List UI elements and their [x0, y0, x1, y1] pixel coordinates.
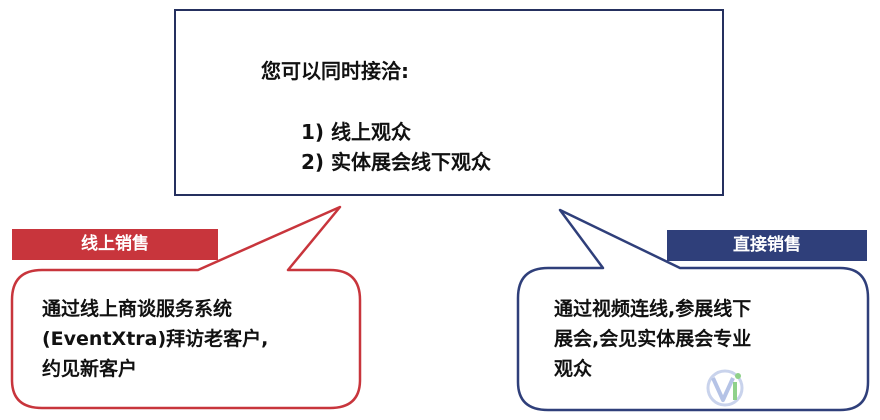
direct-sales-line: 展会,会见实体展会专业	[554, 328, 752, 350]
online-sales-description: 通过线上商谈服务系统 (EventXtra)拜访老客户, 约见新客户	[42, 294, 268, 384]
contact-option-online: 1) 线上观众	[301, 120, 412, 144]
left-speech-bubble	[10, 205, 362, 410]
logo-mark-icon	[706, 369, 744, 407]
right-speech-bubble	[516, 208, 870, 412]
direct-sales-description: 通过视频连线,参展线下 展会,会见实体展会专业 观众	[554, 294, 751, 384]
online-sales-line: 通过线上商谈服务系统	[42, 298, 233, 320]
direct-sales-tag: 直接销售	[667, 230, 867, 261]
contact-options-heading: 您可以同时接洽:	[261, 59, 409, 83]
contact-options-box: 您可以同时接洽: 1) 线上观众 2) 实体展会线下观众	[174, 9, 724, 196]
online-sales-tag: 线上销售	[12, 229, 218, 260]
direct-sales-line: 通过视频连线,参展线下	[554, 298, 752, 320]
contact-option-offline: 2) 实体展会线下观众	[301, 150, 492, 174]
direct-sales-line: 观众	[554, 358, 593, 380]
online-sales-line: (EventXtra)拜访老客户,	[42, 328, 269, 350]
online-sales-line: 约见新客户	[42, 358, 138, 380]
contact-options-list: 1) 线上观众 2) 实体展会线下观众	[301, 117, 491, 177]
